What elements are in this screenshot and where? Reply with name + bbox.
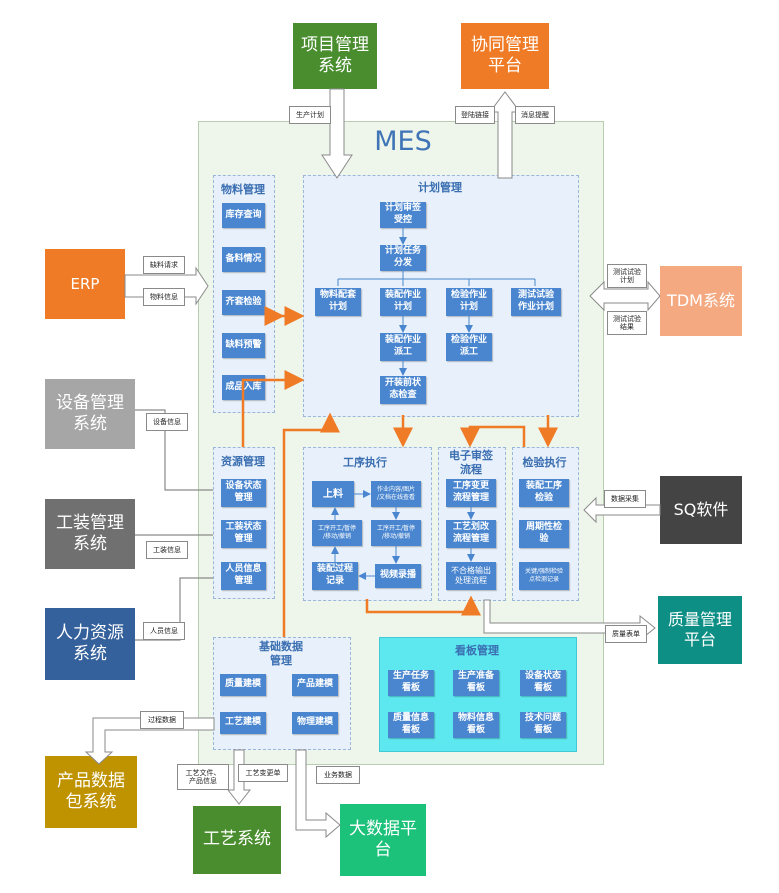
label-tooling-info: 工装信息 — [146, 541, 188, 559]
material-kit-plan-block: 物料配套 计划 — [315, 288, 361, 316]
process-modify-block: 工艺划改 流程管理 — [446, 520, 496, 548]
inventory-query-block: 库存查询 — [222, 203, 265, 228]
project-mgmt-system: 项目管理 系统 — [293, 23, 377, 89]
product-model-block: 产品建模 — [292, 674, 338, 696]
erp-system: ERP — [45, 249, 125, 319]
kanban-quality-info: 质量信息 看板 — [388, 712, 434, 738]
plan-mgmt-title: 计划管理 — [418, 181, 462, 194]
label-production-plan: 生产计划 — [289, 106, 331, 124]
big-data-platform: 大数据平 台 — [340, 804, 426, 876]
process-system: 工艺系统 — [193, 806, 281, 874]
personnel-info-block: 人员信息 管理 — [221, 562, 266, 590]
inspection-exec-title: 检验执行 — [522, 456, 567, 469]
label-quality-form: 质量表单 — [605, 625, 647, 643]
assembly-dispatch-block: 装配作业 派工 — [380, 333, 426, 361]
tooling-mgmt-system: 工装管理 系统 — [45, 499, 135, 569]
assembly-inspection-block: 装配工序 检验 — [519, 479, 569, 507]
label-process-docs: 工艺文件、 产品信息 — [177, 764, 229, 790]
tdm-system: TDM系统 — [660, 266, 742, 336]
key-inspection-record-block: 关键/强制检验 点检测记录 — [519, 562, 569, 590]
kanban-tech-issue: 技术问题 看板 — [520, 712, 566, 738]
video-record-block: 视频录播 — [375, 564, 421, 588]
physical-model-block: 物理建模 — [292, 712, 338, 734]
loading-block: 上料 — [312, 481, 354, 507]
kanban-mgmt-title: 看板管理 — [455, 644, 499, 657]
label-test-result: 测试试验 结果 — [607, 311, 647, 335]
label-message-alert: 消息提醒 — [515, 106, 555, 124]
label-equipment-info: 设备信息 — [146, 413, 188, 431]
label-login-link: 登陆链接 — [455, 106, 495, 124]
hr-system: 人力资源 系统 — [45, 608, 135, 680]
label-material-info: 物料信息 — [143, 288, 185, 306]
e-review-title: 电子审签 流程 — [449, 449, 493, 477]
inspection-plan-block: 检验作业 计划 — [446, 288, 492, 316]
label-process-data: 过程数据 — [140, 711, 184, 729]
process-model-block: 工艺建模 — [220, 712, 266, 734]
collab-mgmt-platform: 协同管理 平台 — [461, 23, 549, 89]
mes-title: MES — [374, 126, 432, 157]
quality-mgmt-platform: 质量管理 平台 — [658, 596, 742, 664]
process-exec-title: 工序执行 — [343, 456, 387, 469]
pre-start-check-block: 开装前状 态检查 — [380, 376, 426, 404]
tooling-status-block: 工装状态 管理 — [221, 520, 266, 548]
label-data-collection: 数据采集 — [604, 490, 646, 508]
material-mgmt-title: 物料管理 — [221, 183, 265, 196]
resource-mgmt-title: 资源管理 — [221, 455, 265, 468]
finished-storage-block: 成品入库 — [222, 375, 265, 400]
equipment-status-block: 设备状态 管理 — [221, 479, 266, 507]
process-change-block: 工序变更 流程管理 — [446, 479, 496, 507]
label-business-data: 业务数据 — [316, 766, 360, 784]
quality-model-block: 质量建模 — [220, 674, 266, 696]
label-process-change: 工艺变更单 — [238, 764, 288, 782]
label-shortage-request: 缺料请求 — [143, 256, 185, 274]
product-data-package-system: 产品数据 包系统 — [45, 756, 137, 828]
kanban-production-prep: 生产准备 看板 — [453, 670, 499, 696]
inspection-dispatch-block: 检验作业 派工 — [446, 333, 492, 361]
plan-dispatch-block: 计划任务 分发 — [380, 245, 426, 271]
right-op-control-block: 工序开工/暂停 /移动/撤销 — [371, 520, 421, 546]
kanban-material-info: 物料信息 看板 — [453, 712, 499, 738]
plan-review-block: 计划审签 受控 — [380, 202, 426, 228]
assembly-plan-block: 装配作业 计划 — [380, 288, 426, 316]
test-plan-block: 测试试验 作业计划 — [511, 288, 561, 316]
assembly-record-block: 装配过程 记录 — [312, 562, 358, 590]
base-data-title: 基础数据 管理 — [259, 640, 303, 668]
label-personnel-info: 人员信息 — [143, 622, 185, 640]
left-op-control-block: 工序开工/暂停 /移动/撤销 — [312, 520, 362, 546]
content-view-block: 作业内容/图片 /文档在线查看 — [371, 481, 421, 507]
equipment-mgmt-system: 设备管理 系统 — [45, 379, 135, 449]
kanban-production-task: 生产任务 看板 — [388, 670, 434, 696]
label-test-plan: 测试试验 计划 — [607, 264, 647, 288]
kit-inspection-block: 齐套检验 — [222, 290, 265, 315]
nonconformance-block: 不合格输出 处理流程 — [446, 562, 496, 590]
sq-software: SQ软件 — [660, 476, 742, 544]
material-prep-block: 备料情况 — [222, 247, 265, 272]
periodic-inspection-block: 周期性检 验 — [519, 520, 569, 548]
shortage-alert-block: 缺料预警 — [222, 333, 265, 358]
kanban-equipment-status: 设备状态 看板 — [520, 670, 566, 696]
